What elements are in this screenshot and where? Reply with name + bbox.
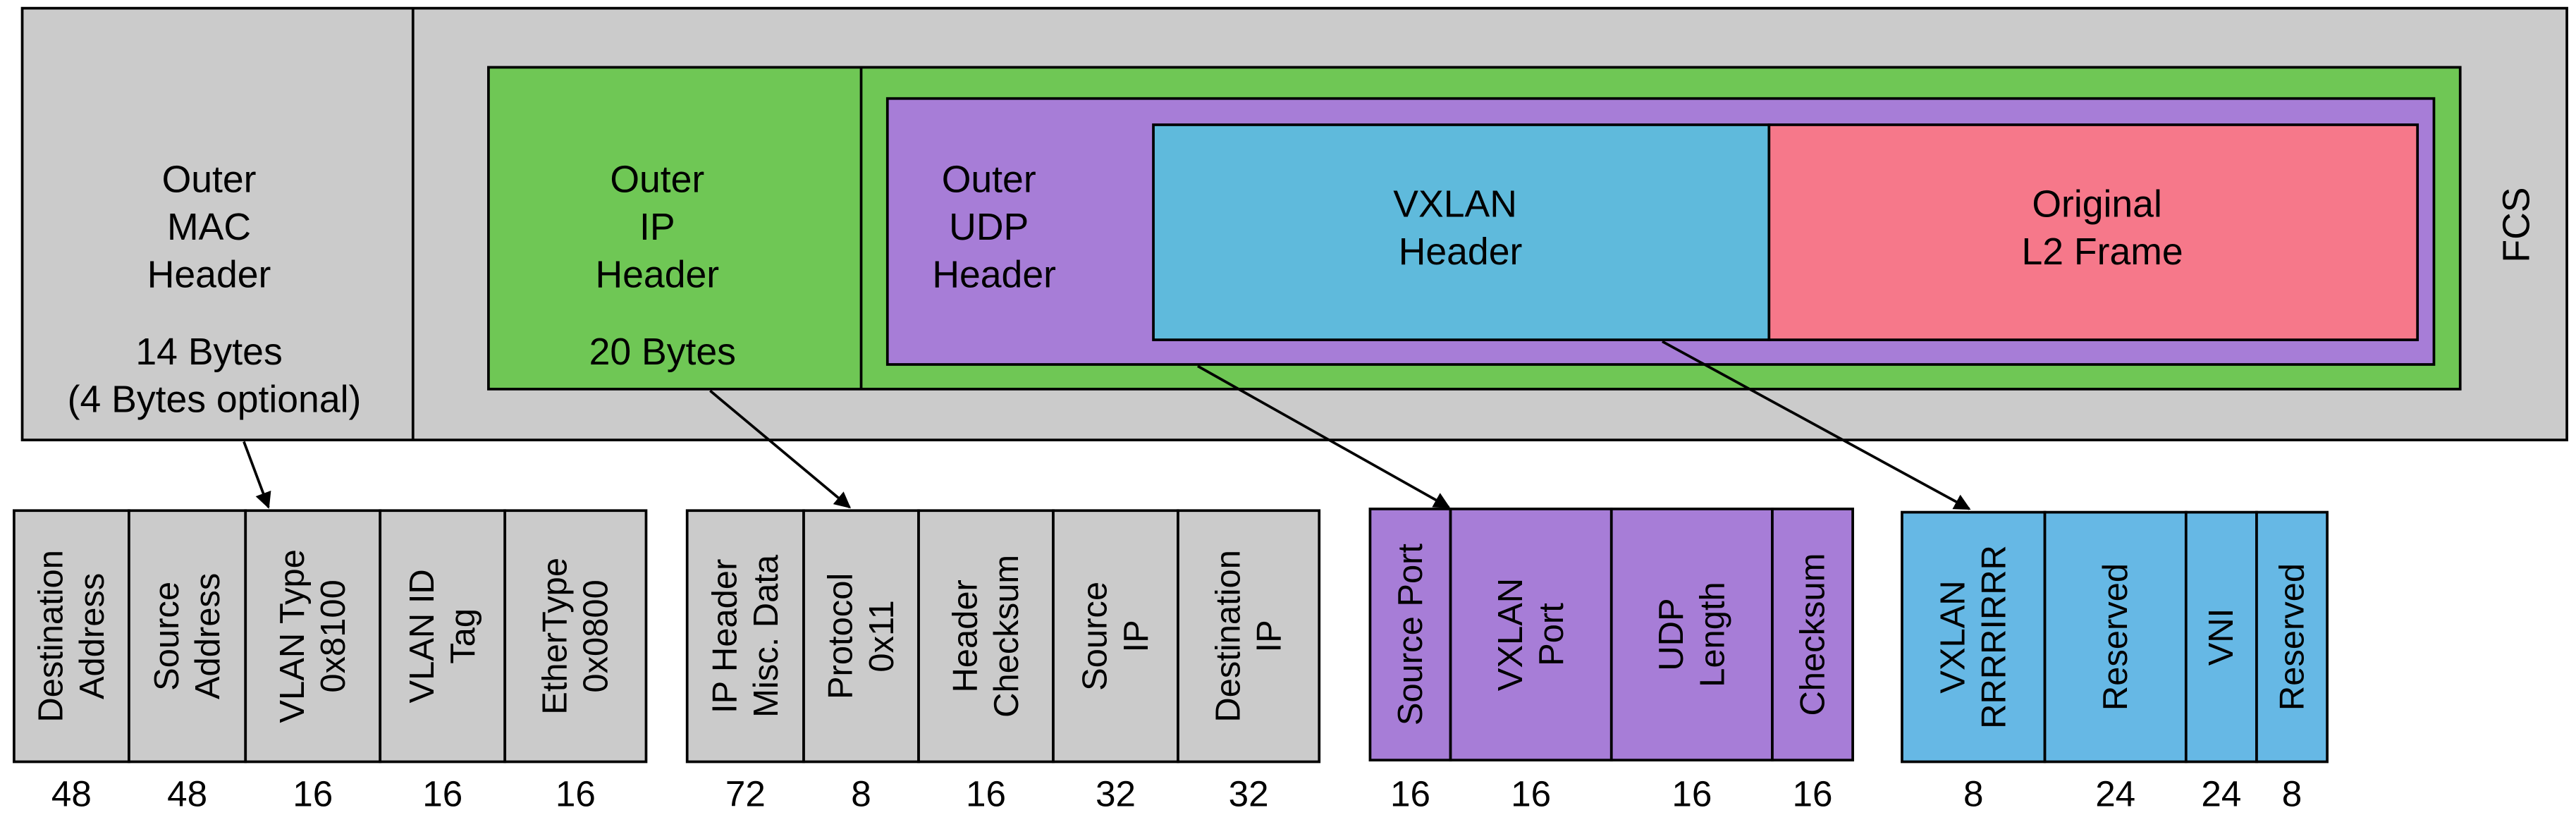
- field-bits: 16: [556, 773, 596, 814]
- vxlan-header-label: VXLAN Header: [1393, 183, 1528, 273]
- field-label: VNI: [2202, 608, 2240, 666]
- field-bits: 16: [422, 773, 462, 814]
- ip-arrow: [709, 389, 852, 509]
- field-cell: [2255, 510, 2329, 764]
- field-bits: 72: [725, 773, 766, 814]
- field-cell: [917, 509, 1055, 764]
- field-bits: 24: [2201, 773, 2241, 814]
- field-cell: [2043, 510, 2188, 764]
- field-cell: [1901, 510, 2047, 764]
- field-bits: 8: [2282, 773, 2302, 814]
- vxlan-header-box: [1152, 123, 1771, 341]
- field-bits: 48: [167, 773, 207, 814]
- field-cell: [379, 509, 507, 764]
- field-cell: [1177, 509, 1321, 764]
- field-bits: 16: [1511, 773, 1551, 814]
- field-bits: 32: [1096, 773, 1136, 814]
- field-cell: [244, 509, 382, 764]
- field-cell: [685, 509, 805, 764]
- field-bits: 48: [51, 773, 92, 814]
- connector-arrows: [243, 340, 1971, 510]
- field-bits: 16: [1672, 773, 1712, 814]
- field-cell: [128, 509, 247, 764]
- field-cell: [1609, 508, 1774, 762]
- field-bits: 16: [966, 773, 1006, 814]
- field-bits: 32: [1229, 773, 1269, 814]
- field-label: Checksum: [1793, 553, 1832, 716]
- udp-arrow: [1197, 364, 1451, 509]
- field-cell: [13, 509, 130, 764]
- outer-mac-label: Outer MAC Header 14 Bytes (4 Bytes optio…: [68, 159, 362, 420]
- field-label: Reserved: [2097, 563, 2135, 711]
- field-cell: [802, 509, 920, 764]
- original-frame-section: Original L2 Frame: [1767, 123, 2419, 341]
- original-frame-box: [1767, 123, 2419, 341]
- mac-arrow: [243, 441, 271, 509]
- field-cell: [503, 509, 648, 764]
- field-bits: 8: [851, 773, 871, 814]
- field-cell: [1052, 509, 1179, 764]
- field-cell: [1771, 508, 1854, 762]
- field-cell: [1449, 508, 1613, 762]
- field-label: Source Port: [1392, 544, 1430, 726]
- field-cell: [2184, 510, 2258, 764]
- original-frame-label: Original L2 Frame: [2021, 183, 2183, 273]
- vxlan-arrow: [1662, 340, 1971, 510]
- vxlan-header-section: VXLAN Header: [1152, 123, 1771, 341]
- field-bits: 16: [1390, 773, 1430, 814]
- field-bits: 16: [1793, 773, 1833, 814]
- fcs-label: FCS: [2496, 187, 2538, 262]
- field-bits: 24: [2095, 773, 2135, 814]
- field-bits: 8: [1963, 773, 1984, 814]
- field-label: Reserved: [2273, 563, 2311, 711]
- field-bits: 16: [293, 773, 333, 814]
- outer-ip-label: Outer IP Header 20 Bytes: [589, 159, 736, 373]
- outer-udp-label: Outer UDP Header: [932, 159, 1056, 295]
